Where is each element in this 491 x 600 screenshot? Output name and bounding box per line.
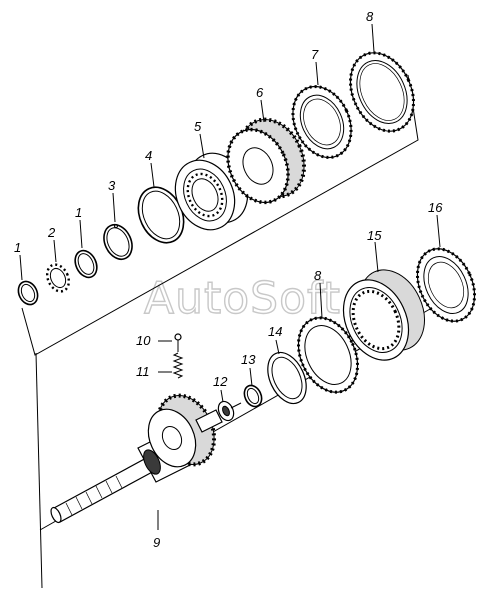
callout-2: 2 (47, 225, 56, 240)
callout-4: 4 (145, 148, 152, 163)
thrust-washer-part-14 (267, 339, 307, 405)
callout-13: 13 (241, 352, 256, 367)
synchro-hub-part-15 (342, 241, 425, 361)
cone-ring-part-8b (296, 282, 360, 394)
gear-part-6 (226, 99, 307, 205)
cone-ring-part-8a (349, 23, 415, 133)
input-shaft-part-9 (50, 393, 223, 530)
callout-8b: 8 (314, 268, 322, 283)
snap-ring-part-1b (74, 219, 98, 279)
spring-part-11 (158, 352, 184, 379)
callout-1b: 1 (75, 205, 82, 220)
callout-14: 14 (268, 324, 282, 339)
callout-8a: 8 (366, 9, 374, 24)
small-ring-part-13 (243, 367, 263, 408)
washer-part-12 (217, 389, 242, 422)
callout-10: 10 (136, 333, 151, 348)
callout-11: 11 (136, 364, 150, 379)
detent-pin-part-10 (158, 333, 182, 352)
callout-6: 6 (256, 85, 264, 100)
ring-part-2 (45, 239, 71, 293)
callout-5: 5 (194, 119, 202, 134)
synchro-ring-part-7 (291, 61, 353, 159)
snap-ring-part-1a (17, 254, 39, 306)
callout-3: 3 (108, 178, 116, 193)
circlip-part-3 (103, 192, 133, 261)
watermark-text: AutoSoft (144, 273, 341, 324)
callout-1a: 1 (14, 240, 21, 255)
callout-12: 12 (213, 374, 228, 389)
callout-9: 9 (153, 535, 160, 550)
gear-ring-part-16 (415, 214, 477, 323)
callout-16: 16 (428, 200, 443, 215)
callout-7: 7 (311, 47, 319, 62)
callout-15: 15 (367, 228, 382, 243)
